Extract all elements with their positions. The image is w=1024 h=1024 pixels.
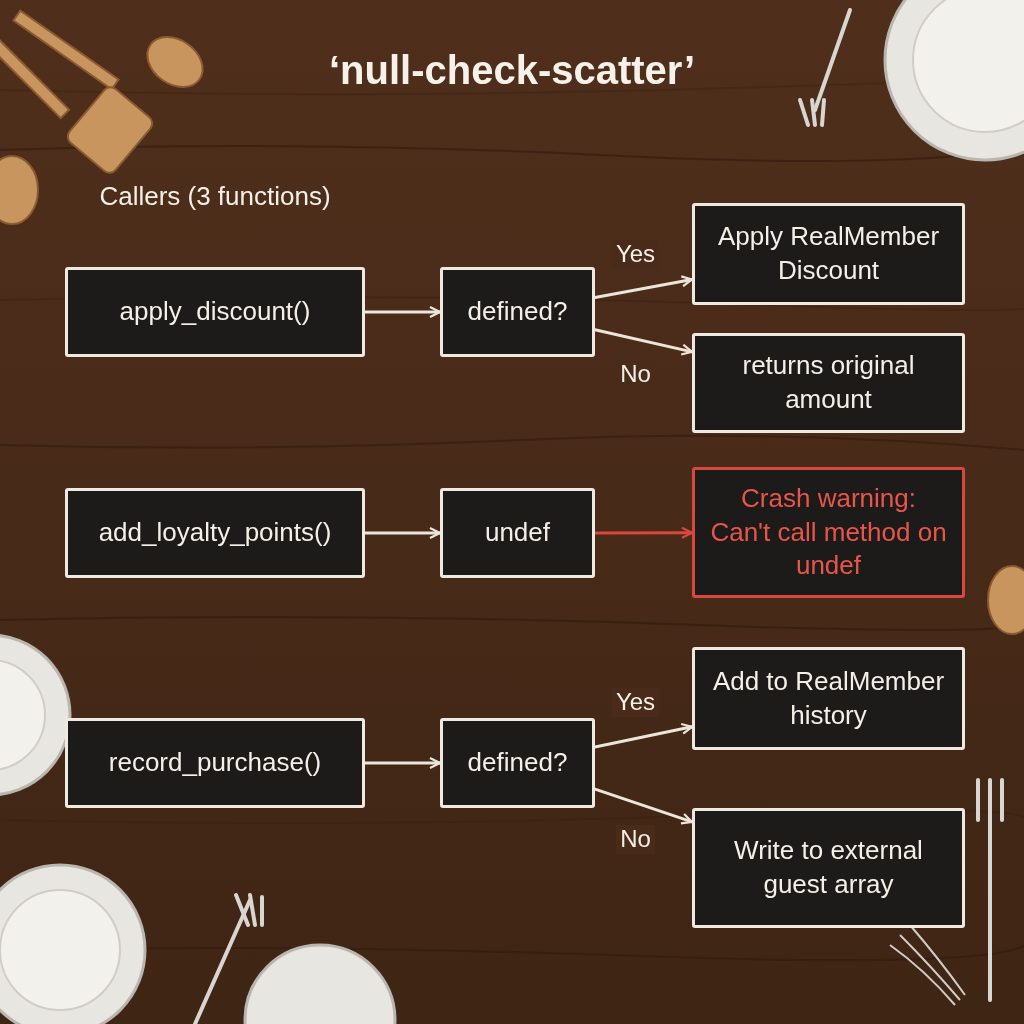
process-box: undef <box>440 488 595 578</box>
flow-arrow <box>595 531 692 534</box>
process-box: record_purchase() <box>65 718 365 808</box>
wooden-spatula <box>0 32 155 176</box>
whisk <box>890 925 965 1005</box>
wood-grain <box>0 80 1024 960</box>
node-text: defined? <box>468 295 568 329</box>
process-box: Apply RealMember Discount <box>692 203 965 305</box>
flow-arrow <box>365 762 440 765</box>
process-box: returns original amount <box>692 333 965 433</box>
process-box: add_loyalty_points() <box>65 488 365 578</box>
process-box: defined? <box>440 718 595 808</box>
process-box: Add to RealMember history <box>692 647 965 750</box>
flow-arrow <box>595 727 692 747</box>
node-text: Crash warning: Can't call method on unde… <box>709 482 948 583</box>
flow-arrow <box>595 789 692 822</box>
process-box: Write to external guest array <box>692 808 965 928</box>
node-text: apply_discount() <box>120 295 311 329</box>
branch-label: No <box>616 825 655 854</box>
node-text: undef <box>485 516 550 550</box>
flow-arrow <box>595 279 692 297</box>
node-text: Apply RealMember Discount <box>709 220 948 288</box>
node-text: add_loyalty_points() <box>99 516 332 550</box>
branch-label: No <box>616 360 655 389</box>
flow-arrow <box>595 330 692 352</box>
branch-label: Yes <box>612 240 659 269</box>
branch-label: Yes <box>612 688 659 717</box>
warning-box: Crash warning: Can't call method on unde… <box>692 467 965 598</box>
process-box: defined? <box>440 267 595 357</box>
node-text: returns original amount <box>709 349 948 417</box>
section-label: Callers (3 functions) <box>65 180 365 214</box>
node-text: Write to external guest array <box>709 834 948 902</box>
wooden-spoon <box>0 156 1024 634</box>
process-box: apply_discount() <box>65 267 365 357</box>
node-text: defined? <box>468 746 568 780</box>
flow-arrow <box>365 532 440 535</box>
node-text: Add to RealMember history <box>709 665 948 733</box>
diagram-title: ‘null-check-scatter’ <box>0 48 1024 93</box>
node-text: record_purchase() <box>109 746 321 780</box>
flow-arrow <box>365 311 440 314</box>
